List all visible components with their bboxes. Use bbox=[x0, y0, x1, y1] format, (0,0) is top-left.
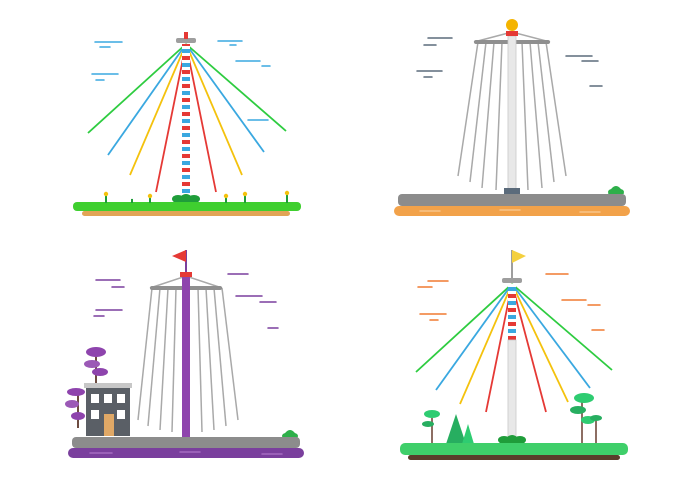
streamers bbox=[137, 287, 239, 433]
stone-ground bbox=[72, 437, 300, 448]
purple-pole bbox=[182, 276, 190, 438]
pole-tip bbox=[184, 32, 188, 39]
streamers bbox=[457, 41, 567, 191]
panel-maypole-grey-streamers bbox=[394, 19, 630, 216]
soil-ground bbox=[82, 211, 290, 216]
red-flag-icon bbox=[172, 250, 186, 262]
ribbons bbox=[87, 43, 287, 193]
house-icon bbox=[84, 383, 132, 436]
sand-texture bbox=[419, 209, 601, 213]
ribbons bbox=[415, 283, 613, 413]
tree-icon bbox=[422, 393, 602, 444]
panel-maypole-purple-house bbox=[65, 250, 304, 458]
sky-dashes bbox=[416, 37, 603, 87]
pole-collar bbox=[180, 272, 192, 277]
stone-ground bbox=[398, 194, 626, 206]
bush-icon bbox=[498, 435, 526, 444]
panel-maypole-ribbons-grass bbox=[73, 32, 301, 216]
grass-ground bbox=[400, 443, 628, 455]
purple-tree-icon bbox=[65, 347, 108, 428]
white-pole-bottom bbox=[507, 339, 517, 441]
pole-base bbox=[504, 188, 520, 194]
striped-pole bbox=[182, 44, 190, 198]
pole-collar bbox=[506, 31, 518, 36]
yellow-flag-icon bbox=[512, 250, 526, 263]
soil-ground bbox=[408, 455, 620, 460]
pole-cap bbox=[502, 278, 522, 283]
sky-dashes bbox=[417, 273, 605, 331]
flower-icon bbox=[103, 190, 290, 203]
sky-dashes bbox=[93, 273, 279, 329]
gold-ball-icon bbox=[506, 19, 518, 31]
panel-maypole-ribbons-trees bbox=[400, 250, 628, 460]
pole-cap bbox=[176, 38, 196, 43]
bush-icon bbox=[608, 186, 624, 195]
sand-ground bbox=[394, 206, 630, 216]
ground-texture bbox=[89, 451, 283, 455]
white-pole bbox=[507, 35, 517, 193]
bush-icon bbox=[172, 194, 200, 203]
grass-ground bbox=[73, 202, 301, 211]
sky-dashes bbox=[91, 40, 271, 121]
striped-pole-top bbox=[508, 284, 516, 340]
purple-ground bbox=[68, 448, 304, 458]
